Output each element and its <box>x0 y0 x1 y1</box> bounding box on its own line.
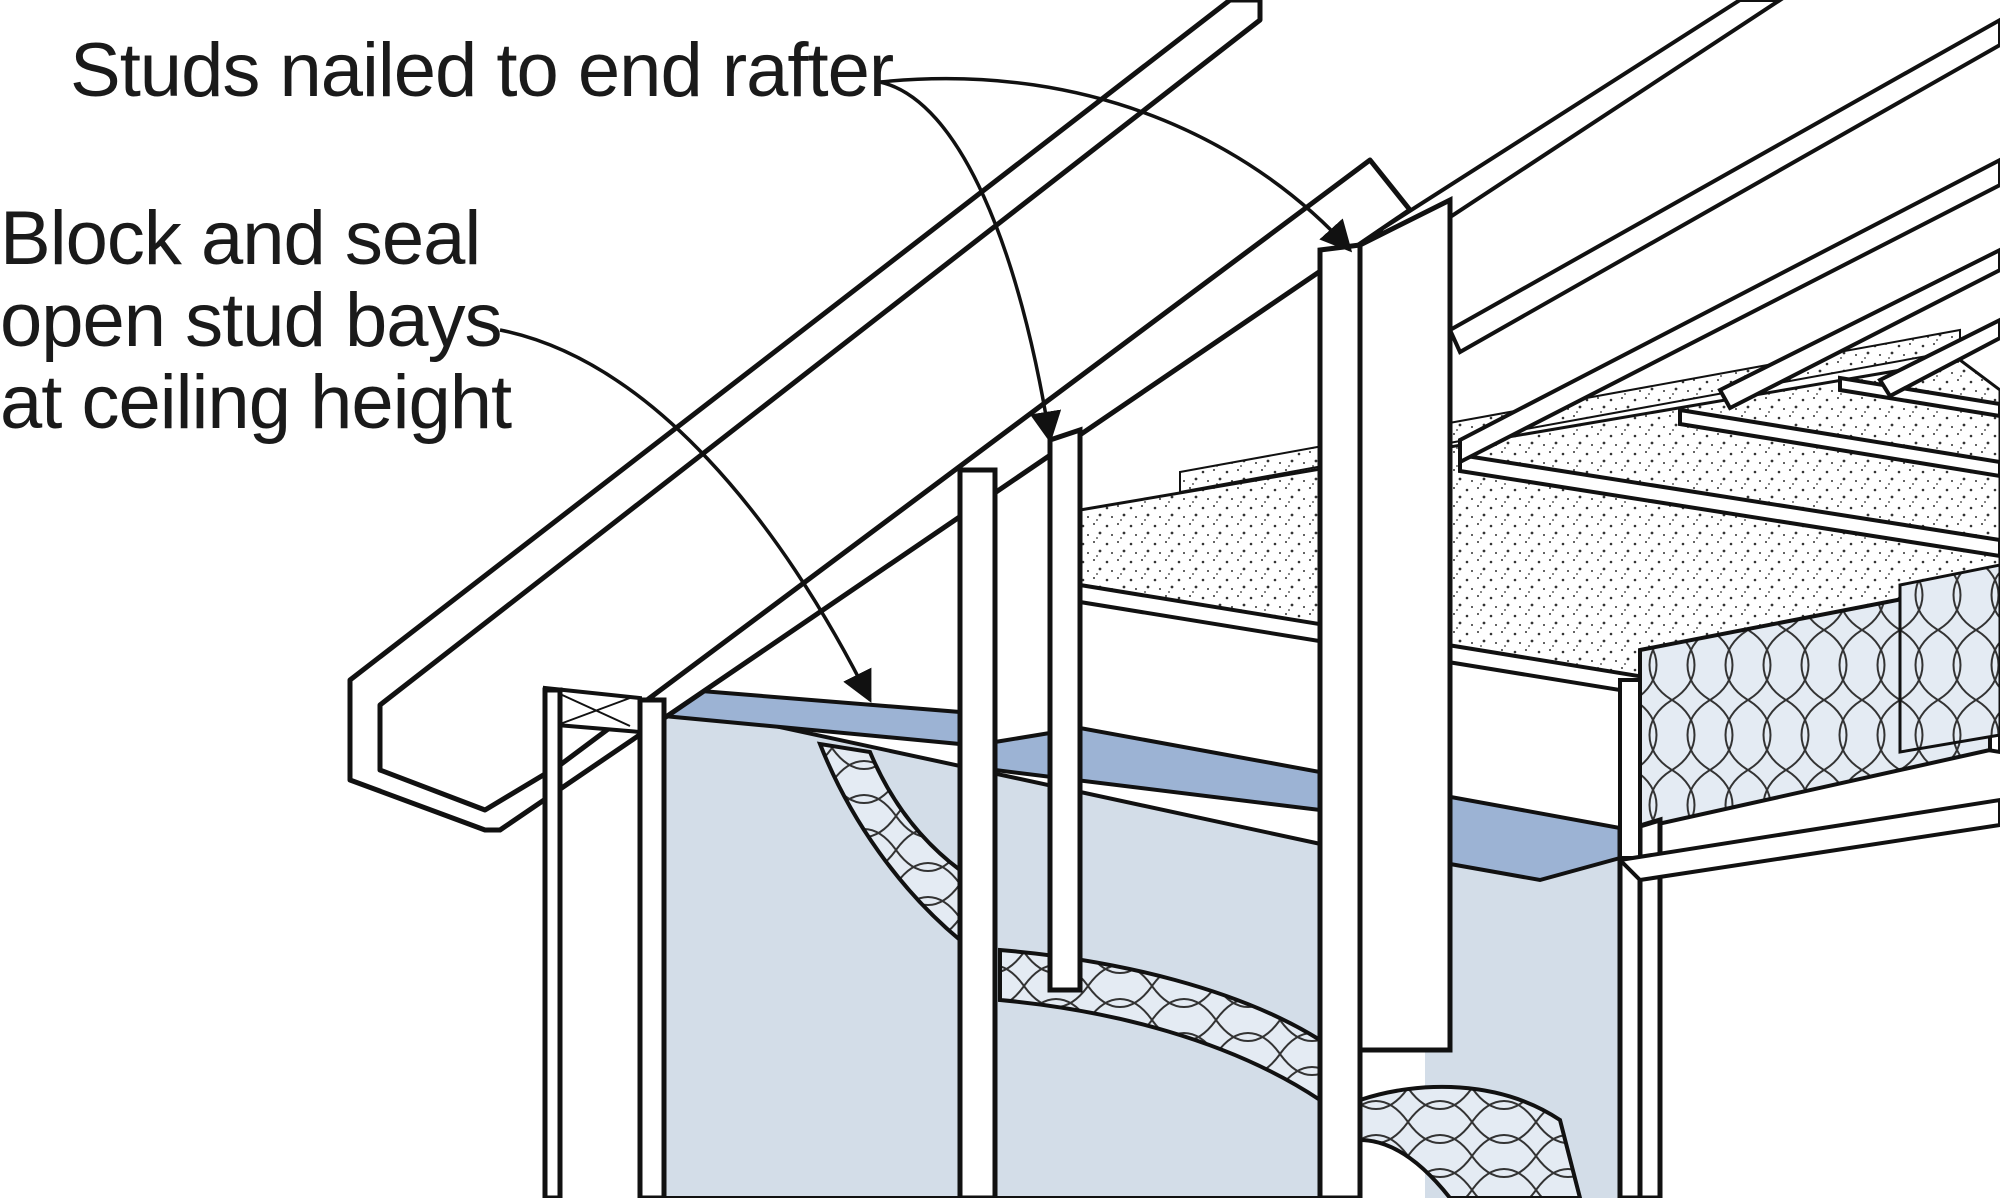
callout-studs-nailed: Studs nailed to end rafter <box>70 28 894 113</box>
callout-block-line-3: at ceiling height <box>0 360 512 445</box>
rafters <box>1376 0 2000 466</box>
callout-block-line-1: Block and seal <box>0 196 481 281</box>
rim-joist <box>1618 678 1642 860</box>
callout-block-and-seal: Block and seal open stud bays at ceiling… <box>0 196 512 445</box>
callout-block-line-2: open stud bays <box>0 278 503 363</box>
end-rafter <box>347 0 1413 833</box>
wall-batt-3 <box>1358 1084 1583 1200</box>
wall-batt-right-2 <box>1898 563 2000 754</box>
leader-arrows <box>499 77 1353 703</box>
